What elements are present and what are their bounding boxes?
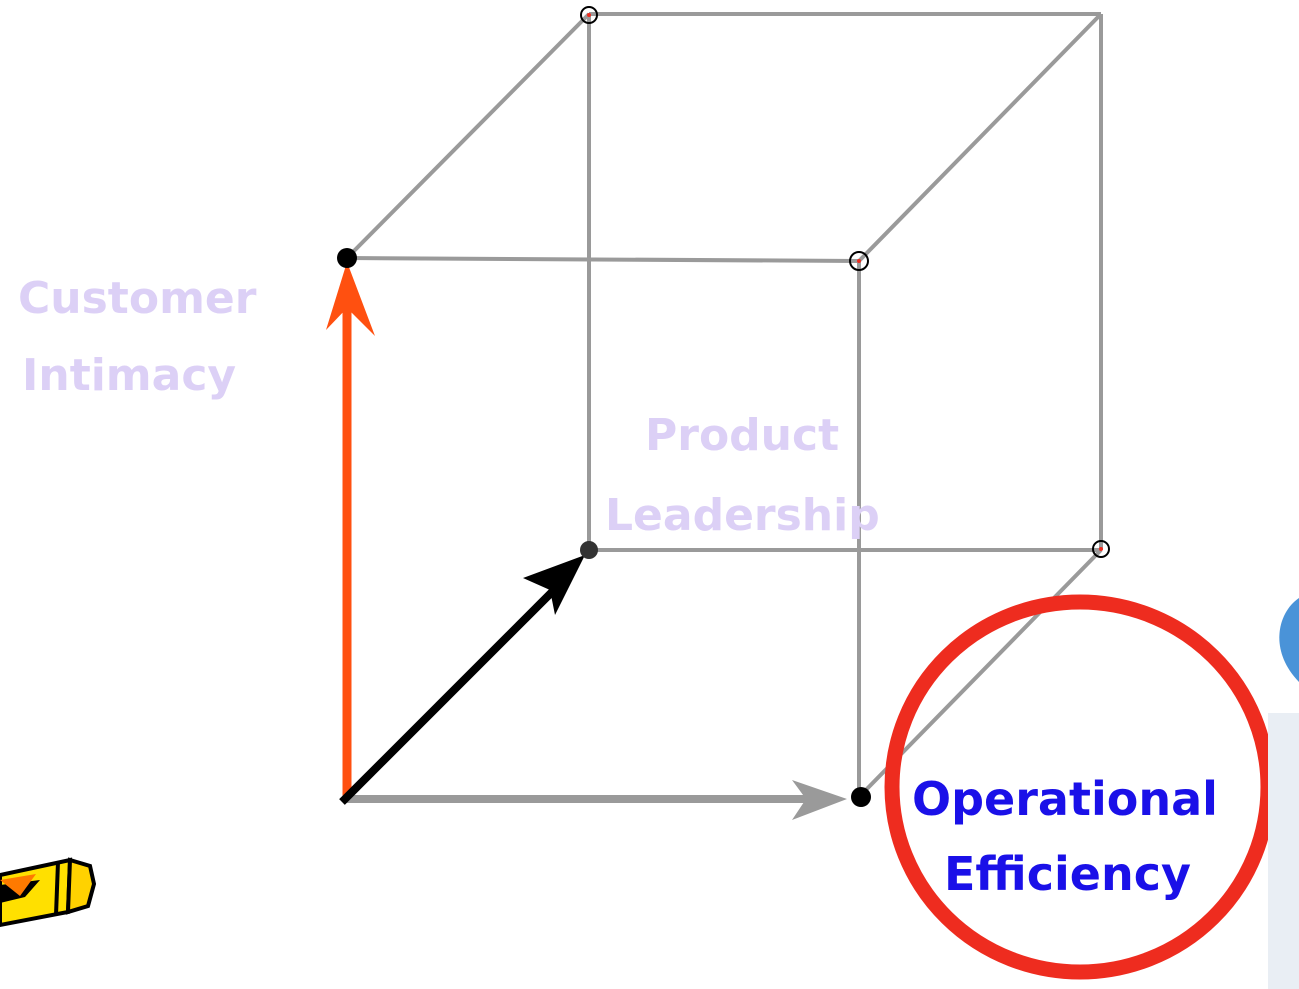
vertex-markers (337, 6, 1110, 807)
pencil-icon (0, 857, 97, 928)
label-customer-line1: Customer (18, 273, 257, 324)
vertex-product (580, 541, 598, 559)
blue-shape-decoration (1268, 598, 1299, 989)
vertex-open-front (849, 251, 869, 271)
operational-arrow (343, 780, 847, 820)
vertex-open-right (1092, 540, 1110, 558)
label-operational-line2: Efficiency (944, 847, 1191, 901)
edge-diag-top-right (857, 12, 1103, 263)
label-operational-line1: Operational (912, 772, 1218, 826)
product-arrow (339, 555, 585, 805)
vertex-operational (851, 787, 871, 807)
label-product-line2: Leadership (605, 490, 880, 541)
label-product-line1: Product (645, 410, 839, 461)
vertex-customer (337, 248, 357, 268)
label-customer-line2: Intimacy (22, 350, 236, 401)
cube-edges (345, 12, 1103, 799)
customer-arrow (326, 262, 375, 797)
edge-front-top (346, 256, 860, 263)
edge-diag-top-left (345, 12, 591, 260)
vertex-open-top (580, 6, 598, 24)
